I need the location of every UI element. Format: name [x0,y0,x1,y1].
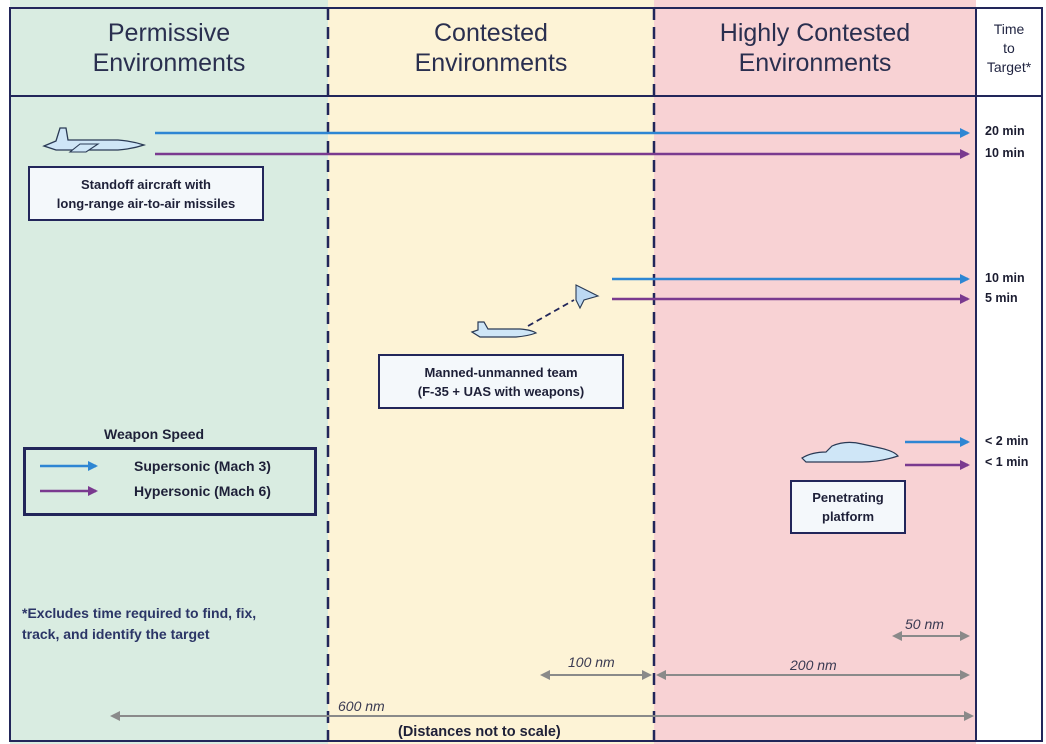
legend-hypersonic-label: Hypersonic (Mach 6) [134,483,271,499]
penetrating-label-line1: Penetrating [812,490,884,505]
header-highly-contested: Highly Contested Environments [719,19,911,77]
permissive-band [10,0,328,744]
distance-label-600: 600 nm [338,698,385,714]
standoff-aircraft-icon [42,127,147,153]
outer-frame [9,7,1043,742]
time-team-supersonic: 10 min [985,271,1025,285]
distance-label-100: 100 nm [568,654,615,670]
time-penetrating-hypersonic: < 1 min [985,455,1029,469]
header-time-to-target: Time to Target* [986,20,1032,75]
team-link-line [527,299,575,327]
header-permissive: Permissive Environments [92,19,246,77]
legend-title: Weapon Speed [104,426,205,442]
legend-supersonic-label: Supersonic (Mach 3) [134,458,271,474]
team-label-line2: (F-35 + UAS with weapons) [417,383,585,399]
time-standoff-supersonic: 20 min [985,124,1025,138]
time-penetrating-supersonic: < 2 min [985,434,1029,448]
time-band [976,0,1042,744]
standoff-label-box: Standoff aircraft with long-range air-to… [28,166,264,221]
penetrating-label-box: Penetrating platform [790,480,906,534]
weapon-speed-legend: Supersonic (Mach 3) Hypersonic (Mach 6) [23,447,317,516]
legend-row-supersonic: Supersonic (Mach 3) [26,456,314,480]
penetrating-label-line2: platform [822,509,874,524]
distance-label-50: 50 nm [905,616,944,632]
standoff-label-line2: long-range air-to-air missiles [56,195,236,211]
legend-row-hypersonic: Hypersonic (Mach 6) [26,481,314,505]
header-contested: Contested Environments [414,19,568,77]
team-label-box: Manned-unmanned team (F-35 + UAS with we… [378,354,624,409]
scale-note: (Distances not to scale) [398,724,561,740]
standoff-label-line1: Standoff aircraft with [80,176,211,192]
footnote: *Excludes time required to find, fix, tr… [22,605,257,642]
uas-drone-icon [575,284,600,310]
time-team-hypersonic: 5 min [985,291,1018,305]
f35-jet-icon [470,321,538,338]
penetrating-platform-icon [801,441,900,463]
highly-contested-band [654,0,976,744]
time-standoff-hypersonic: 10 min [985,146,1025,160]
team-label-line1: Manned-unmanned team [424,364,578,380]
distance-label-200: 200 nm [790,657,837,673]
